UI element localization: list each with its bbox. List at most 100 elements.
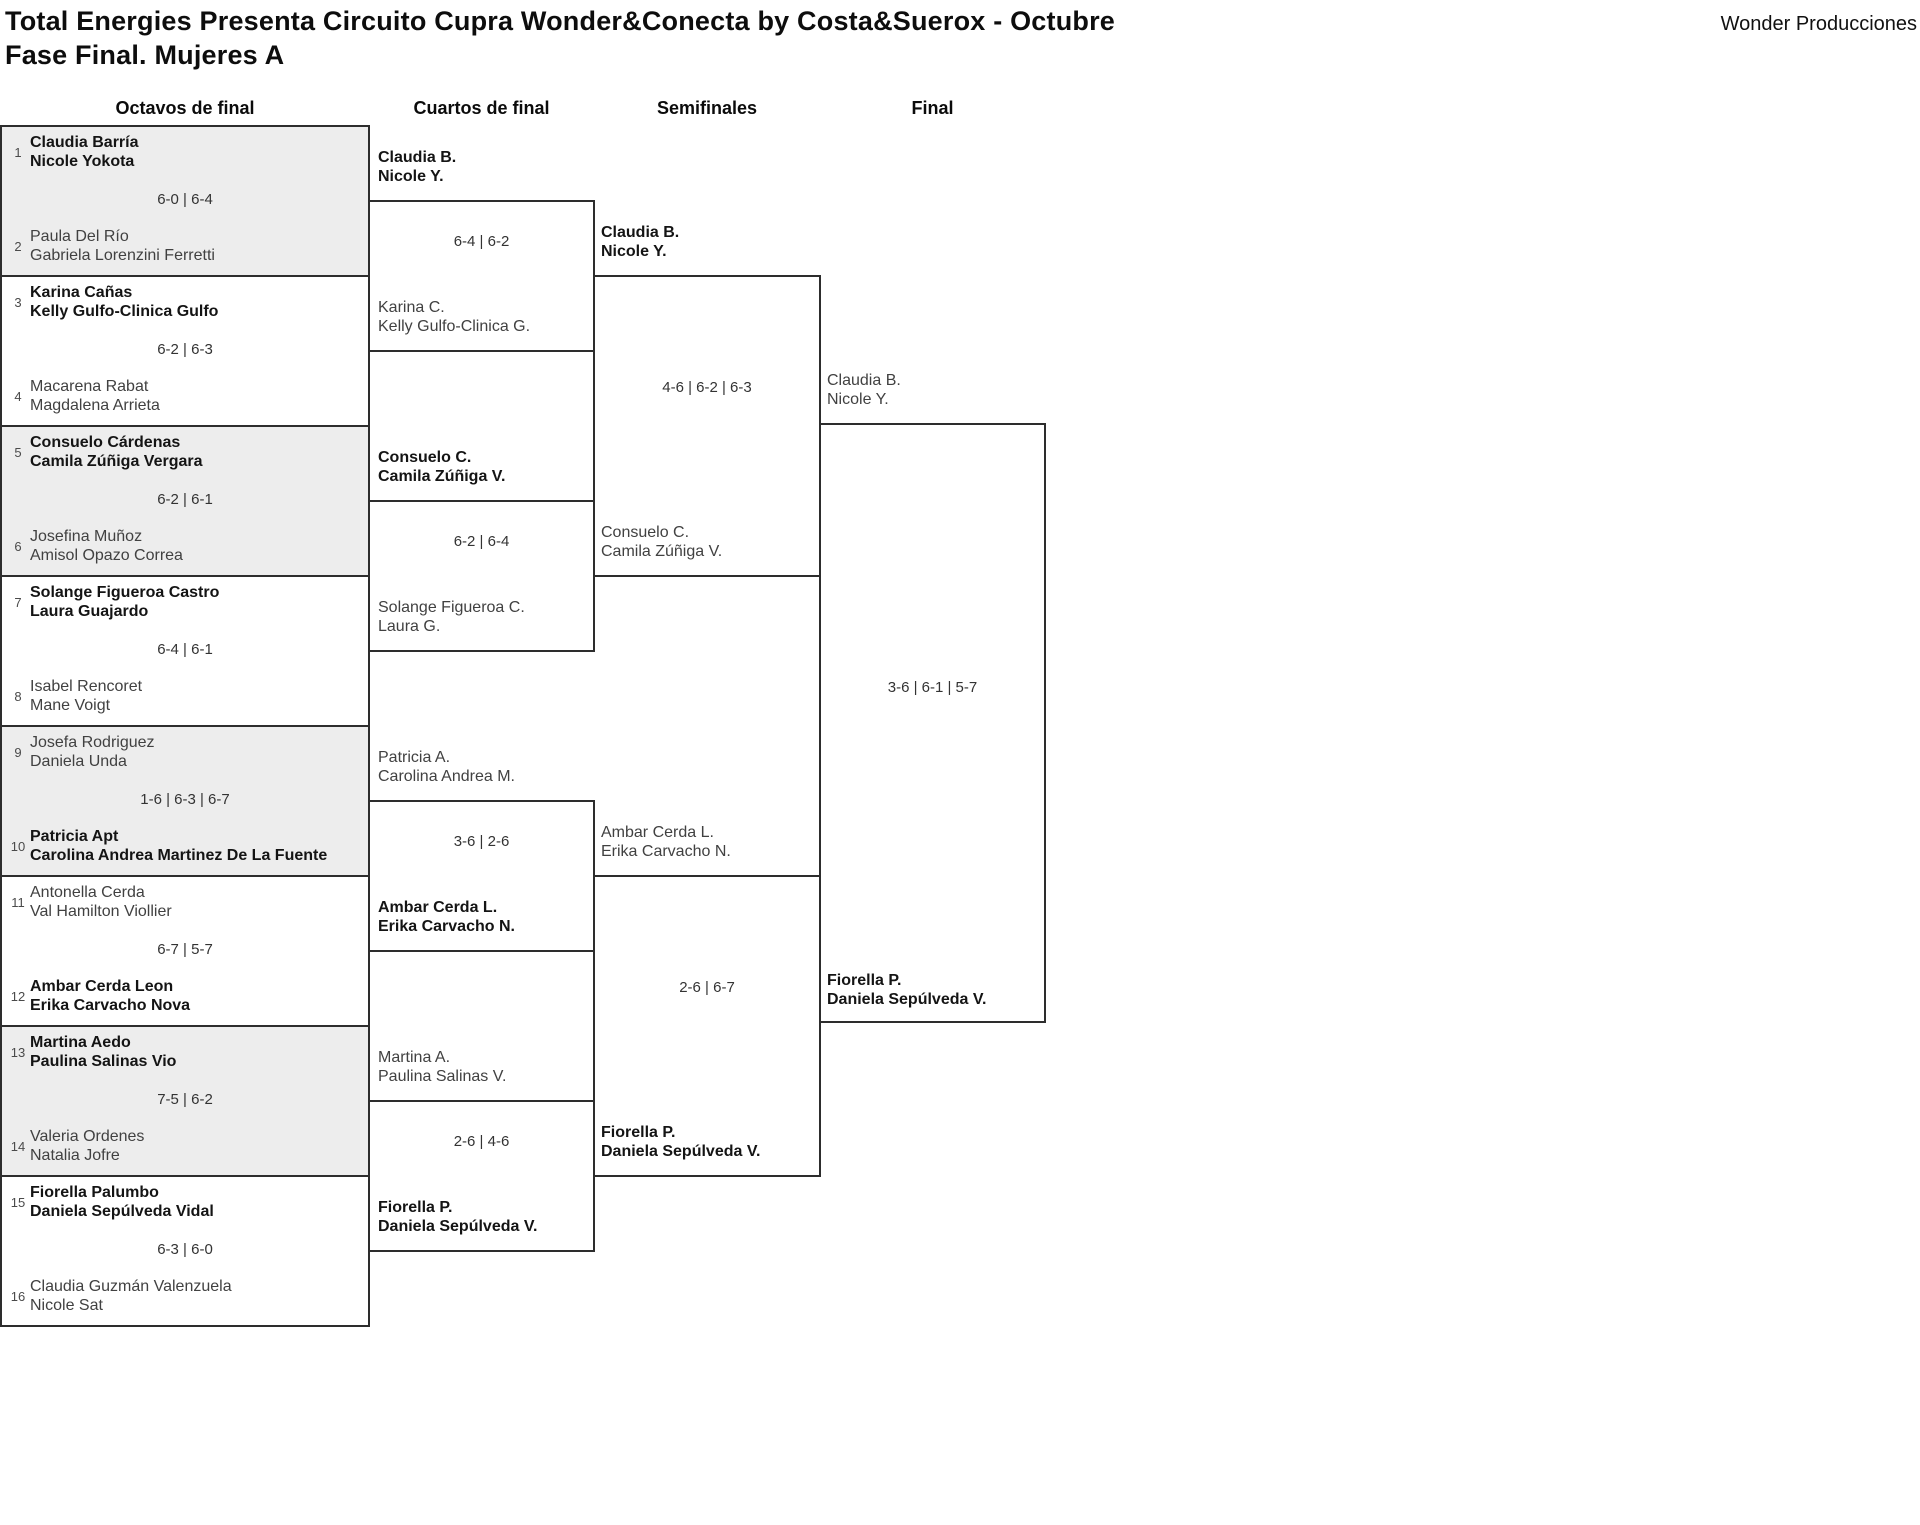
player-name: Paulina Salinas V. [378,1068,507,1085]
player-name: Nicole Sat [30,1297,103,1314]
player-name: Camila Zúñiga Vergara [30,453,203,470]
cuartos1-team2: Karina C. Kelly Gulfo-Clinica G. [378,298,530,336]
player-name: Daniela Sepúlveda Vidal [30,1203,214,1220]
semifinal2-team2: Fiorella P. Daniela Sepúlveda V. [601,1123,760,1161]
player-name: Claudia B. [827,372,901,389]
player-name: Daniela Sepúlveda V. [827,991,987,1008]
seed-number: 1 [14,144,22,160]
player-name: Consuelo Cárdenas [30,434,181,451]
player-name: Claudia B. [601,224,680,241]
player-name: Daniela Sepúlveda V. [601,1143,761,1160]
player-name: Fiorella P. [601,1124,676,1141]
seed-number: 5 [14,444,22,460]
cuartos4-team1: Martina A. Paulina Salinas V. [378,1048,506,1086]
semifinal1-team2: Consuelo C.Camila Zúñiga V. [601,523,722,561]
player-name: Gabriela Lorenzini Ferretti [30,247,215,264]
match-score: 6-2 | 6-3 [157,341,213,358]
player-name: Val Hamilton Viollier [30,903,172,920]
match-score: 1-6 | 6-3 | 6-7 [140,791,230,808]
player-name: Martina Aedo [30,1034,131,1051]
seed-number: 12 [10,988,26,1004]
player-name: Antonella Cerda [30,884,145,901]
seed-number: 3 [14,294,22,310]
match-score: 6-7 | 5-7 [157,941,213,958]
player-name: Martina A. [378,1049,451,1066]
seed-number: 15 [10,1194,26,1210]
player-name: Claudia Barría [30,134,139,151]
round-header-octavos: Octavos de final [115,98,255,118]
seed-number: 8 [14,688,22,704]
player-name: Carolina Andrea M. [378,768,515,785]
player-name: Erika Carvacho N. [601,843,731,860]
player-name: Nicole Yokota [30,153,135,170]
player-name: Solange Figueroa C. [378,599,525,616]
player-name: Nicole Y. [827,391,889,408]
player-name: Josefa Rodriguez [30,734,155,751]
player-name: Karina C. [378,299,445,316]
cuartos3-team1: Patricia A. Carolina Andrea M. [378,748,515,786]
player-name: Patricia Apt [30,828,119,845]
player-name: Kelly Gulfo-Clinica Gulfo [30,303,219,320]
match-score: 6-3 | 6-0 [157,1241,213,1258]
round-header-final: Final [911,98,954,118]
player-name: Macarena Rabat [30,378,149,395]
seed-number: 9 [14,744,22,760]
final-team2: Fiorella P. Daniela Sepúlveda V. [827,971,986,1009]
player-name: Natalia Jofre [30,1147,120,1164]
seed-number: 11 [11,894,25,910]
seed-number: 13 [10,1044,26,1060]
player-name: Nicole Y. [601,243,667,260]
player-name: Erika Carvacho N. [378,918,515,935]
cuartos2-score: 6-2 | 6-4 [453,533,510,550]
seed-number: 2 [14,238,22,254]
player-name: Amisol Opazo Correa [30,547,183,564]
player-name: Magdalena Arrieta [30,397,160,414]
player-name: Kelly Gulfo-Clinica G. [378,318,531,335]
cuartos4-team2: Fiorella P.Daniela Sepúlveda V. [378,1198,537,1236]
round-header-cuartos: Cuartos de final [413,98,550,118]
final-connector [819,423,1046,1023]
seed-number: 14 [10,1138,26,1154]
player-name: Paulina Salinas Vio [30,1053,177,1070]
player-name: Valeria Ordenes [30,1128,145,1145]
player-name: Claudia B. [378,149,457,166]
title-line-2: Fase Final. Mujeres A [5,40,285,70]
player-name: Fiorella P. [827,972,902,989]
player-name: Patricia A. [378,749,451,766]
round-header-semifinales: Semifinales [656,98,758,118]
title-line-1: Total Energies Presenta Circuito Cupra W… [5,6,1116,36]
player-name: Ambar Cerda L. [601,824,714,841]
cuartos4-score: 2-6 | 4-6 [453,1133,510,1150]
player-name: Paula Del Río [30,228,129,245]
semifinal2-score: 2-6 | 6-7 [679,979,735,996]
cuartos2-team2: Solange Figueroa C.Laura G. [378,598,525,636]
semifinal-connector-2 [593,875,821,1177]
cuartos3-score: 3-6 | 2-6 [453,833,510,850]
player-name: Consuelo C. [601,524,690,541]
match-score: 6-0 | 6-4 [157,191,213,208]
player-name: Solange Figueroa Castro [30,584,220,601]
player-name: Karina Cañas [30,284,133,301]
player-name: Nicole Y. [378,168,444,185]
player-name: Daniela Sepúlveda V. [378,1218,538,1235]
semifinal2-team1: Ambar Cerda L. Erika Carvacho N. [601,823,731,861]
player-name: Isabel Rencoret [30,678,143,695]
semifinal1-score: 4-6 | 6-2 | 6-3 [662,379,752,396]
player-name: Josefina Muñoz [30,528,143,545]
player-name: Ambar Cerda L. [378,899,498,916]
seed-number: 6 [14,538,22,554]
